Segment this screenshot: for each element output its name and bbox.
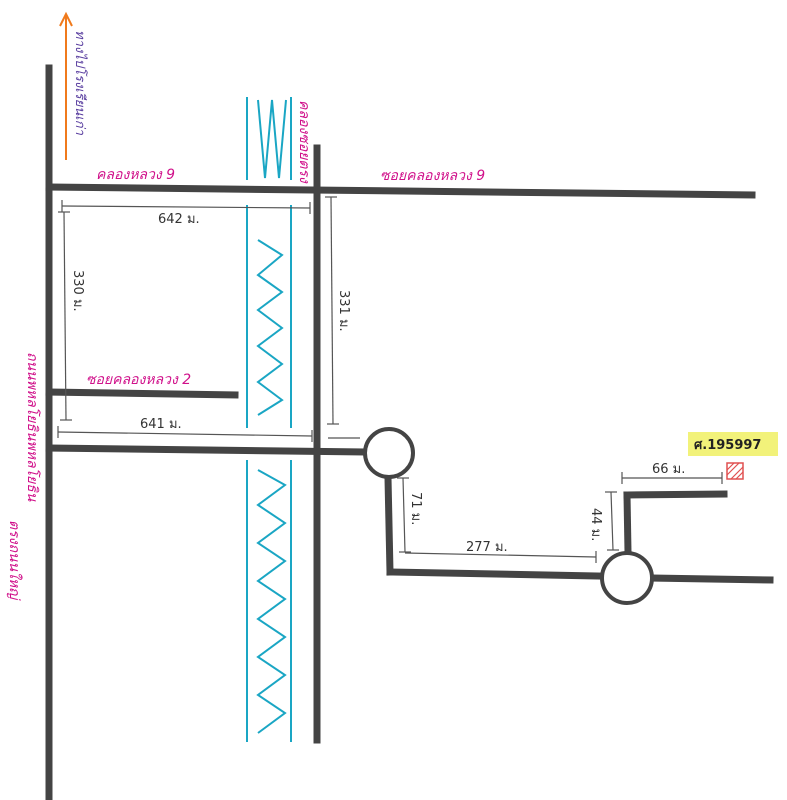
road-label-soi-khlong-luang-9: ซอยคลองหลวง 9	[380, 168, 485, 184]
road-to-plot	[623, 490, 728, 499]
khlong-luang-9-road	[45, 183, 756, 199]
road-label-soi-khlong-luang-2: ซอยคลองหลวง 2	[86, 372, 191, 388]
canal-upper	[246, 97, 292, 180]
canal-lower	[246, 460, 292, 742]
roundabout-1	[363, 427, 415, 479]
distance-right-vertical: 331 ม.	[336, 290, 351, 332]
road-east	[648, 574, 774, 584]
roads	[45, 64, 774, 800]
road-label-khlong-luang-9: คลองหลวง 9	[96, 167, 175, 183]
soi-khlong-luang-2-road	[45, 388, 239, 399]
distance-down-71: 71 ม.	[408, 492, 423, 525]
distance-up-44: 44 ม.	[588, 508, 603, 541]
road-up-44	[623, 491, 632, 556]
plot-label-highlight	[688, 432, 778, 456]
road-down-71	[384, 474, 394, 576]
plot-label: ศ.195997	[694, 438, 761, 453]
distance-left-vertical: 330 ม.	[70, 270, 85, 312]
distance-bottom-277: 277 ม.	[466, 540, 508, 555]
middle-road	[45, 444, 366, 456]
road-label-main-sub: ตรงถนนใหญ่	[6, 520, 23, 601]
north-label: ทางไปโรงเรียนเก่า	[72, 30, 88, 136]
distance-middle-horizontal: 641 ม.	[140, 417, 182, 432]
roundabout-2	[600, 551, 654, 605]
plot-marker	[726, 462, 744, 480]
canal-middle	[246, 205, 292, 428]
dimension-lines	[57, 196, 723, 563]
north-arrow	[59, 11, 73, 160]
distance-to-plot: 66 ม.	[652, 462, 685, 477]
road-bottom-277	[386, 568, 604, 580]
canal-label: คลองซอยตรง	[296, 100, 312, 184]
road-label-main-vertical: ถนนพหลโยธินพหลโยธิน	[24, 352, 41, 502]
distance-top-horizontal: 642 ม.	[158, 212, 200, 227]
